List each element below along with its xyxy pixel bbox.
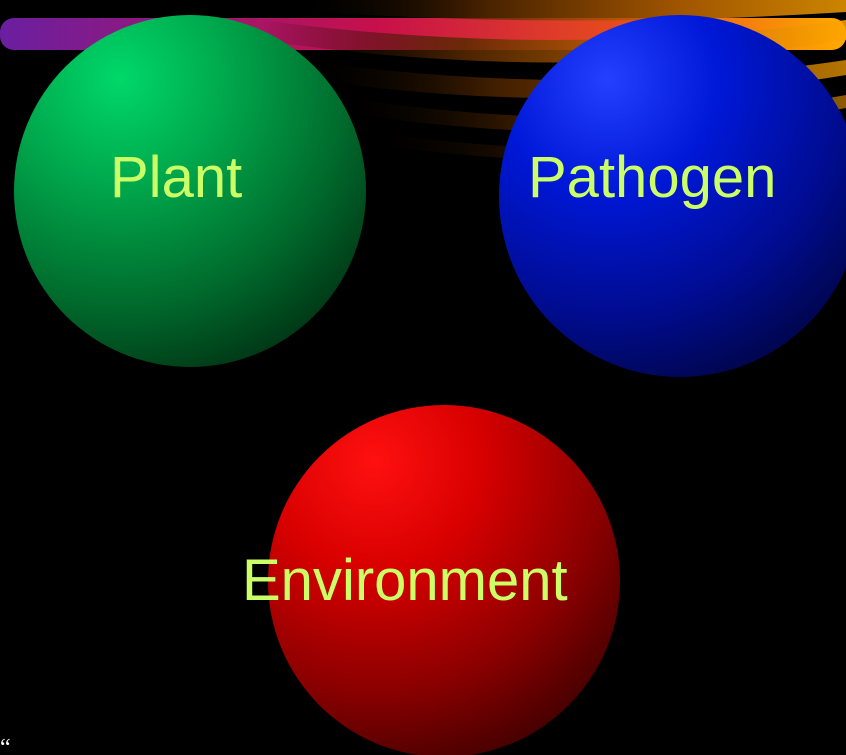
plant-label: Plant bbox=[110, 149, 242, 207]
pathogen-label: Pathogen bbox=[528, 149, 776, 207]
bottom-quote-glyph: “ bbox=[0, 736, 11, 755]
environment-label: Environment bbox=[242, 552, 568, 610]
